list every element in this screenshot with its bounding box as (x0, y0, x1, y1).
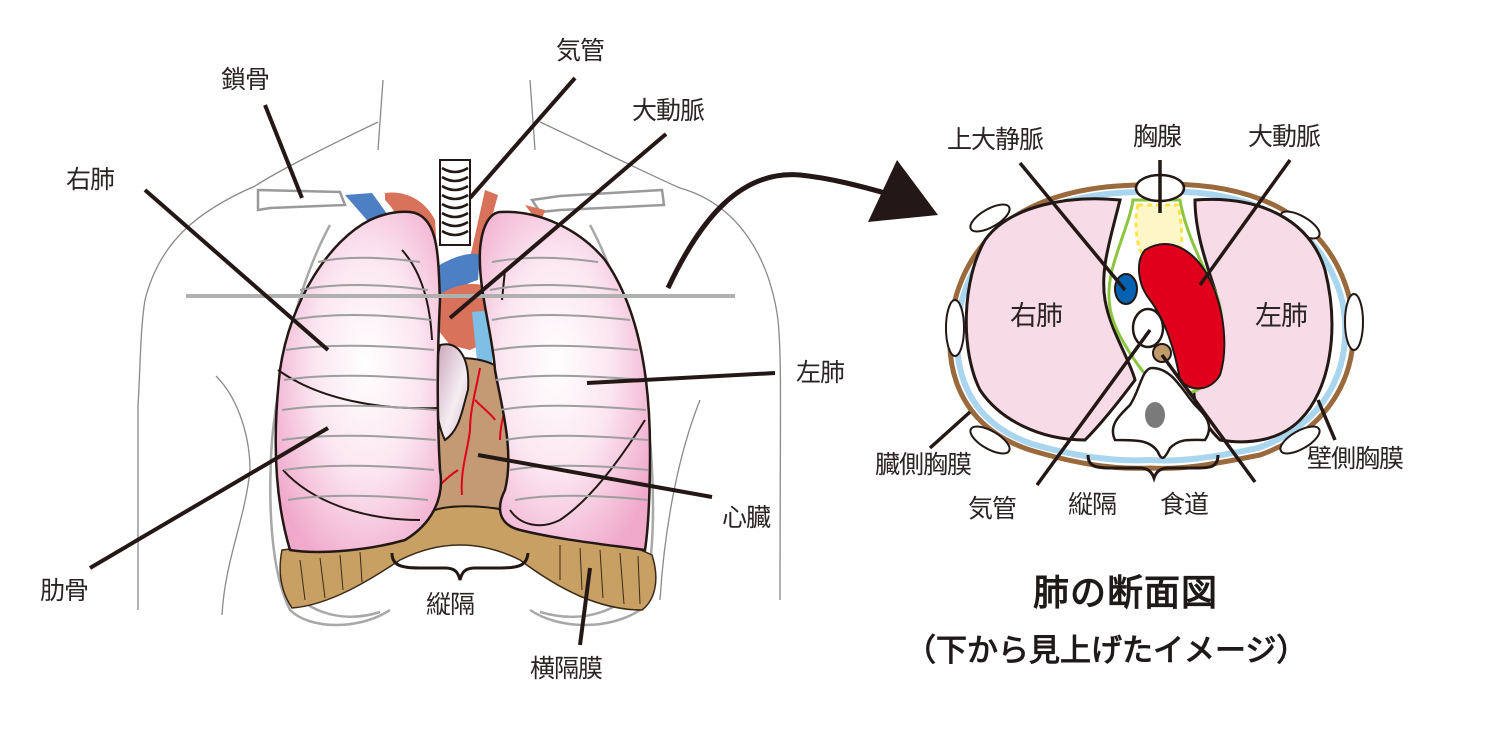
arrow-shaft (665, 172, 886, 290)
leader-clavicle (263, 104, 304, 199)
arrow-head-icon (868, 160, 938, 222)
right-shoulder-outline (137, 121, 379, 610)
label-section-aorta: 大動脈 (1248, 122, 1321, 151)
trachea-front (439, 159, 471, 246)
right-lung-section (964, 197, 1137, 442)
label-rib: 肋骨 (40, 576, 89, 605)
cross-section (928, 158, 1364, 487)
right-lung-fissure-upper (401, 249, 433, 341)
leader-diaphragm (578, 567, 592, 646)
label-trachea: 気管 (556, 36, 605, 65)
right-lung-fissure-lower (282, 469, 421, 521)
front-leader-lines (88, 76, 776, 646)
right-lung-shape (274, 210, 443, 554)
leader-svc (1018, 161, 1127, 292)
arrow-to-section (665, 160, 938, 290)
leader-trachea (468, 76, 577, 200)
mediastinum-brace (390, 552, 530, 581)
neck-line-right (377, 79, 384, 151)
leader-section-trachea (1035, 328, 1152, 487)
trachea-section (1131, 307, 1165, 349)
front-view (88, 76, 782, 646)
leader-parietal-pleura (1316, 399, 1337, 441)
leader-left-lung (586, 371, 776, 385)
label-aorta: 大動脈 (632, 96, 705, 125)
section-mediastinum-brace (1086, 454, 1220, 483)
label-section-left-lung: 左肺 (1255, 301, 1308, 332)
label-heart: 心臓 (722, 503, 771, 532)
diagram-subtitle: （下から見上げたイメージ） (905, 633, 1308, 669)
left-lung-fissure (509, 419, 646, 527)
label-section-right-lung: 右肺 (1010, 301, 1063, 332)
label-clavicle: 鎖骨 (221, 65, 270, 94)
leader-section-aorta (1198, 158, 1292, 287)
label-section-mediastinum: 縦隔 (1068, 490, 1117, 519)
label-esophagus: 食道 (1160, 490, 1209, 519)
leader-visceral-pleura (928, 410, 972, 450)
diagram-title: 肺の断面図 (1033, 573, 1219, 614)
label-superior-vena-cava: 上大静脈 (947, 125, 1044, 154)
section-leader-lines (928, 158, 1337, 487)
leader-right-lung (143, 188, 330, 352)
leader-esophagus (1160, 353, 1257, 484)
label-right-lung: 右肺 (66, 165, 115, 194)
esophagus-section (1152, 343, 1172, 363)
right-side-line (215, 375, 251, 616)
left-carotid-artery (470, 190, 498, 260)
parietal-pleura-layer (954, 188, 1349, 464)
label-visceral-pleura: 臓側胸膜 (875, 450, 972, 479)
label-thymus: 胸腺 (1133, 122, 1182, 151)
leader-aorta (448, 132, 668, 320)
right-clavicle (256, 188, 347, 212)
heart (431, 343, 514, 512)
right-lung-front (274, 210, 443, 554)
leader-heart (477, 453, 713, 499)
clavicles (256, 188, 666, 214)
left-ribs (489, 256, 649, 501)
section-ribs (945, 203, 1364, 455)
label-mediastinum: 縦隔 (426, 590, 475, 619)
right-ribs (281, 256, 437, 501)
label-parietal-pleura: 壁側胸膜 (1307, 444, 1404, 473)
spinal-canal (1145, 402, 1165, 428)
leader-rib (88, 426, 330, 570)
label-section-trachea: 気管 (968, 494, 1017, 523)
label-diaphragm: 横隔膜 (530, 654, 603, 683)
neck-line-left (529, 79, 536, 151)
label-left-lung: 左肺 (796, 358, 845, 387)
pulmonary-artery (472, 310, 492, 370)
left-side-line (659, 399, 701, 601)
